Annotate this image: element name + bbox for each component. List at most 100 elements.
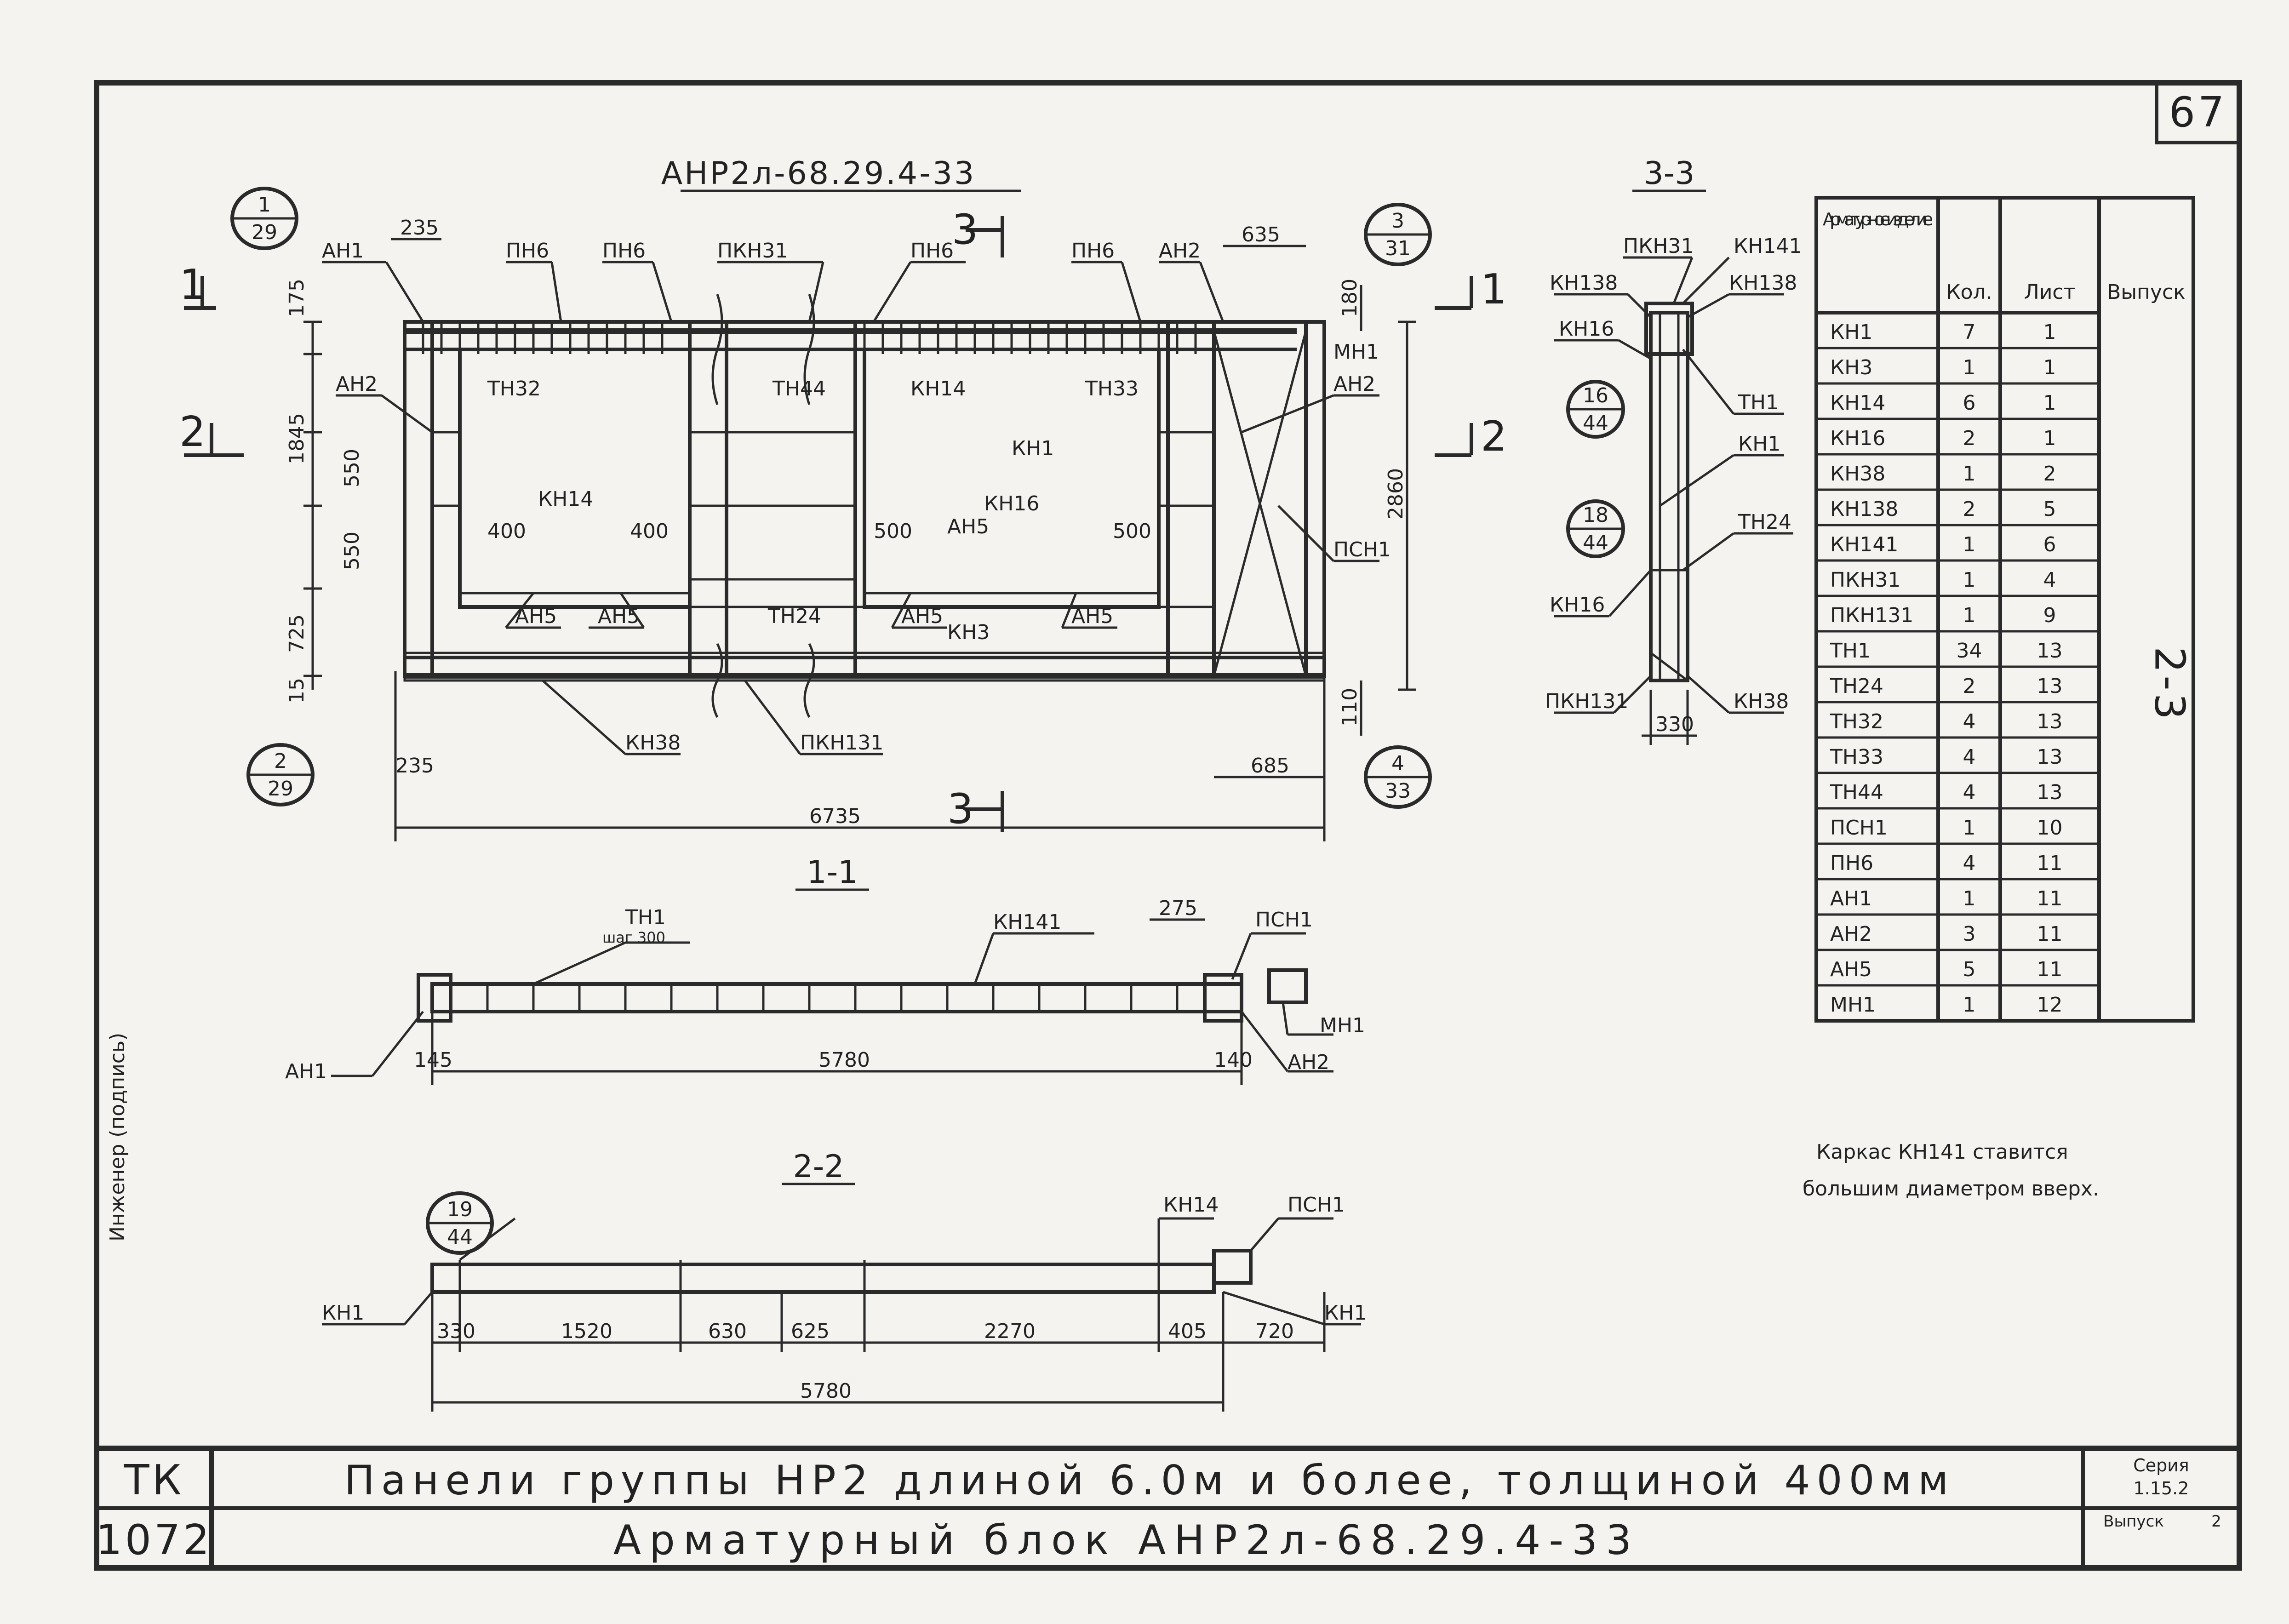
- spec-cell: 1: [1963, 993, 1976, 1017]
- spec-cell: 4: [1963, 852, 1976, 875]
- dim-635: 635: [1242, 223, 1280, 246]
- s33-label-tn1: ТН1: [1738, 391, 1779, 414]
- s33-label-pkn131: ПКН131: [1545, 690, 1628, 713]
- dim-400-left: 400: [487, 520, 526, 543]
- spec-cell: 1: [1963, 533, 1976, 556]
- label-an2-top: АН2: [1159, 239, 1201, 263]
- s33-label-kn16-top: КН16: [1559, 317, 1614, 341]
- s33-label-kn141: КН141: [1734, 234, 1802, 258]
- dim-235-top: 235: [400, 216, 439, 240]
- section-mark-1-left: 1: [179, 261, 208, 309]
- spec-cell: 1: [1963, 604, 1976, 627]
- sheet-number-box: [2155, 81, 2241, 144]
- s11-label-mn1: МН1: [1320, 1014, 1365, 1037]
- s22-dim-total: 5780: [800, 1379, 852, 1403]
- spec-cell: КН141: [1830, 533, 1898, 556]
- s22-dim-2270: 2270: [984, 1320, 1036, 1343]
- dim-550-a: 550: [340, 449, 364, 487]
- spec-cell: 1: [2043, 427, 2056, 450]
- s33-label-kn16-bottom: КН16: [1550, 593, 1605, 617]
- svg-text:16: 16: [1583, 384, 1608, 407]
- title-code-top: ТК: [124, 1456, 184, 1504]
- s33-label-tn24: ТН24: [1738, 510, 1791, 534]
- label-pn6-1: ПН6: [506, 239, 549, 263]
- spec-header-1: Кол.: [1946, 280, 1992, 304]
- spec-cell: КН14: [1830, 391, 1885, 415]
- label-pn6-3: ПН6: [910, 239, 954, 263]
- dim-6735: 6735: [809, 805, 861, 828]
- s11-dim-145: 145: [414, 1048, 452, 1072]
- s33-label-pkn31: ПКН31: [1623, 234, 1694, 258]
- label-tn32: ТН32: [487, 377, 541, 400]
- section-2-2-title: 2-2: [793, 1149, 844, 1185]
- main-plan-view: АНР2л-68.29.4-33: [179, 155, 1507, 841]
- s11-label-an1: АН1: [285, 1060, 327, 1083]
- spec-cell: 11: [2037, 887, 2063, 910]
- svg-text:33: 33: [1385, 779, 1411, 803]
- note-line-1: Каркас КН141 ставится: [1816, 1140, 2068, 1164]
- spec-cell: 3: [1963, 922, 1976, 946]
- spec-cell: 6: [1963, 391, 1976, 415]
- spec-cell: КН3: [1830, 356, 1872, 379]
- spec-header-2: Лист: [2024, 280, 2076, 304]
- dim-725: 725: [285, 614, 309, 653]
- label-an1-top: АН1: [322, 239, 364, 263]
- spec-cell: 1: [1963, 568, 1976, 592]
- spec-cell: 11: [2037, 958, 2063, 981]
- spec-cell: 4: [1963, 745, 1976, 769]
- spec-cell: АН1: [1830, 887, 1872, 910]
- series-value: 1.15.2: [2134, 1478, 2189, 1498]
- spec-cell: 1: [2043, 356, 2056, 379]
- spec-cell: 12: [2037, 993, 2063, 1017]
- callout-1-29: 1 29: [230, 187, 298, 250]
- dim-15: 15: [285, 678, 309, 703]
- callout-19-44: 19 44: [426, 1191, 494, 1255]
- callout-2-29: 2 29: [246, 743, 315, 806]
- spec-cell: КН38: [1830, 462, 1885, 486]
- section-1-1-title: 1-1: [807, 854, 858, 891]
- label-tn33: ТН33: [1085, 377, 1139, 400]
- spec-cell: 11: [2037, 922, 2063, 946]
- spec-cell: 11: [2037, 852, 2063, 875]
- label-an5-2: АН5: [598, 605, 640, 628]
- spec-cell: 4: [1963, 710, 1976, 733]
- s22-dim-625: 625: [791, 1320, 830, 1343]
- s22-dim-405: 405: [1168, 1320, 1207, 1343]
- dim-685: 685: [1251, 754, 1289, 778]
- dim-110: 110: [1338, 688, 1362, 726]
- s22-label-kn1-left: КН1: [322, 1301, 364, 1325]
- series-label: Серия: [2133, 1455, 2189, 1475]
- spec-cell: 2: [1963, 427, 1976, 450]
- section-mark-2-left: 2: [179, 408, 208, 456]
- label-kn38: КН38: [625, 731, 681, 755]
- spec-cell: 6: [2043, 533, 2056, 556]
- svg-text:44: 44: [1583, 531, 1608, 555]
- margin-signature-text: Инженер (подпись): [106, 1033, 129, 1241]
- spec-cell: 5: [1963, 958, 1976, 981]
- s11-label-an2: АН2: [1288, 1051, 1329, 1074]
- label-mn1: МН1: [1333, 340, 1379, 364]
- s11-dim-275: 275: [1159, 897, 1197, 920]
- spec-cell: ТН44: [1830, 781, 1883, 804]
- spec-cell: 10: [2037, 816, 2063, 840]
- dim-500-left: 500: [874, 520, 912, 543]
- dim-175: 175: [285, 279, 309, 317]
- spec-cell: МН1: [1830, 993, 1876, 1017]
- s33-label-kn138-left: КН138: [1550, 271, 1618, 295]
- svg-text:3: 3: [1391, 209, 1404, 233]
- s22-dim-330: 330: [437, 1320, 475, 1343]
- svg-text:2: 2: [274, 749, 287, 773]
- svg-text:44: 44: [1583, 412, 1608, 435]
- label-an5-3: АН5: [901, 605, 943, 628]
- label-kn14-a: КН14: [910, 377, 966, 400]
- spec-cell: 4: [1963, 781, 1976, 804]
- spec-header-item: Арматур-ное изделие: [1823, 209, 1933, 229]
- spec-cell: 7: [1963, 320, 1976, 344]
- s22-dim-720: 720: [1255, 1320, 1294, 1343]
- dim-1845: 1845: [285, 413, 309, 464]
- spec-cell: ТН32: [1830, 710, 1883, 733]
- title-block: ТК 1072 Панели группы НР2 длиной 6.0м и …: [96, 1446, 2239, 1568]
- s11-dim-140: 140: [1214, 1048, 1253, 1072]
- dim-2860: 2860: [1384, 468, 1408, 520]
- s33-dim-330: 330: [1655, 713, 1694, 736]
